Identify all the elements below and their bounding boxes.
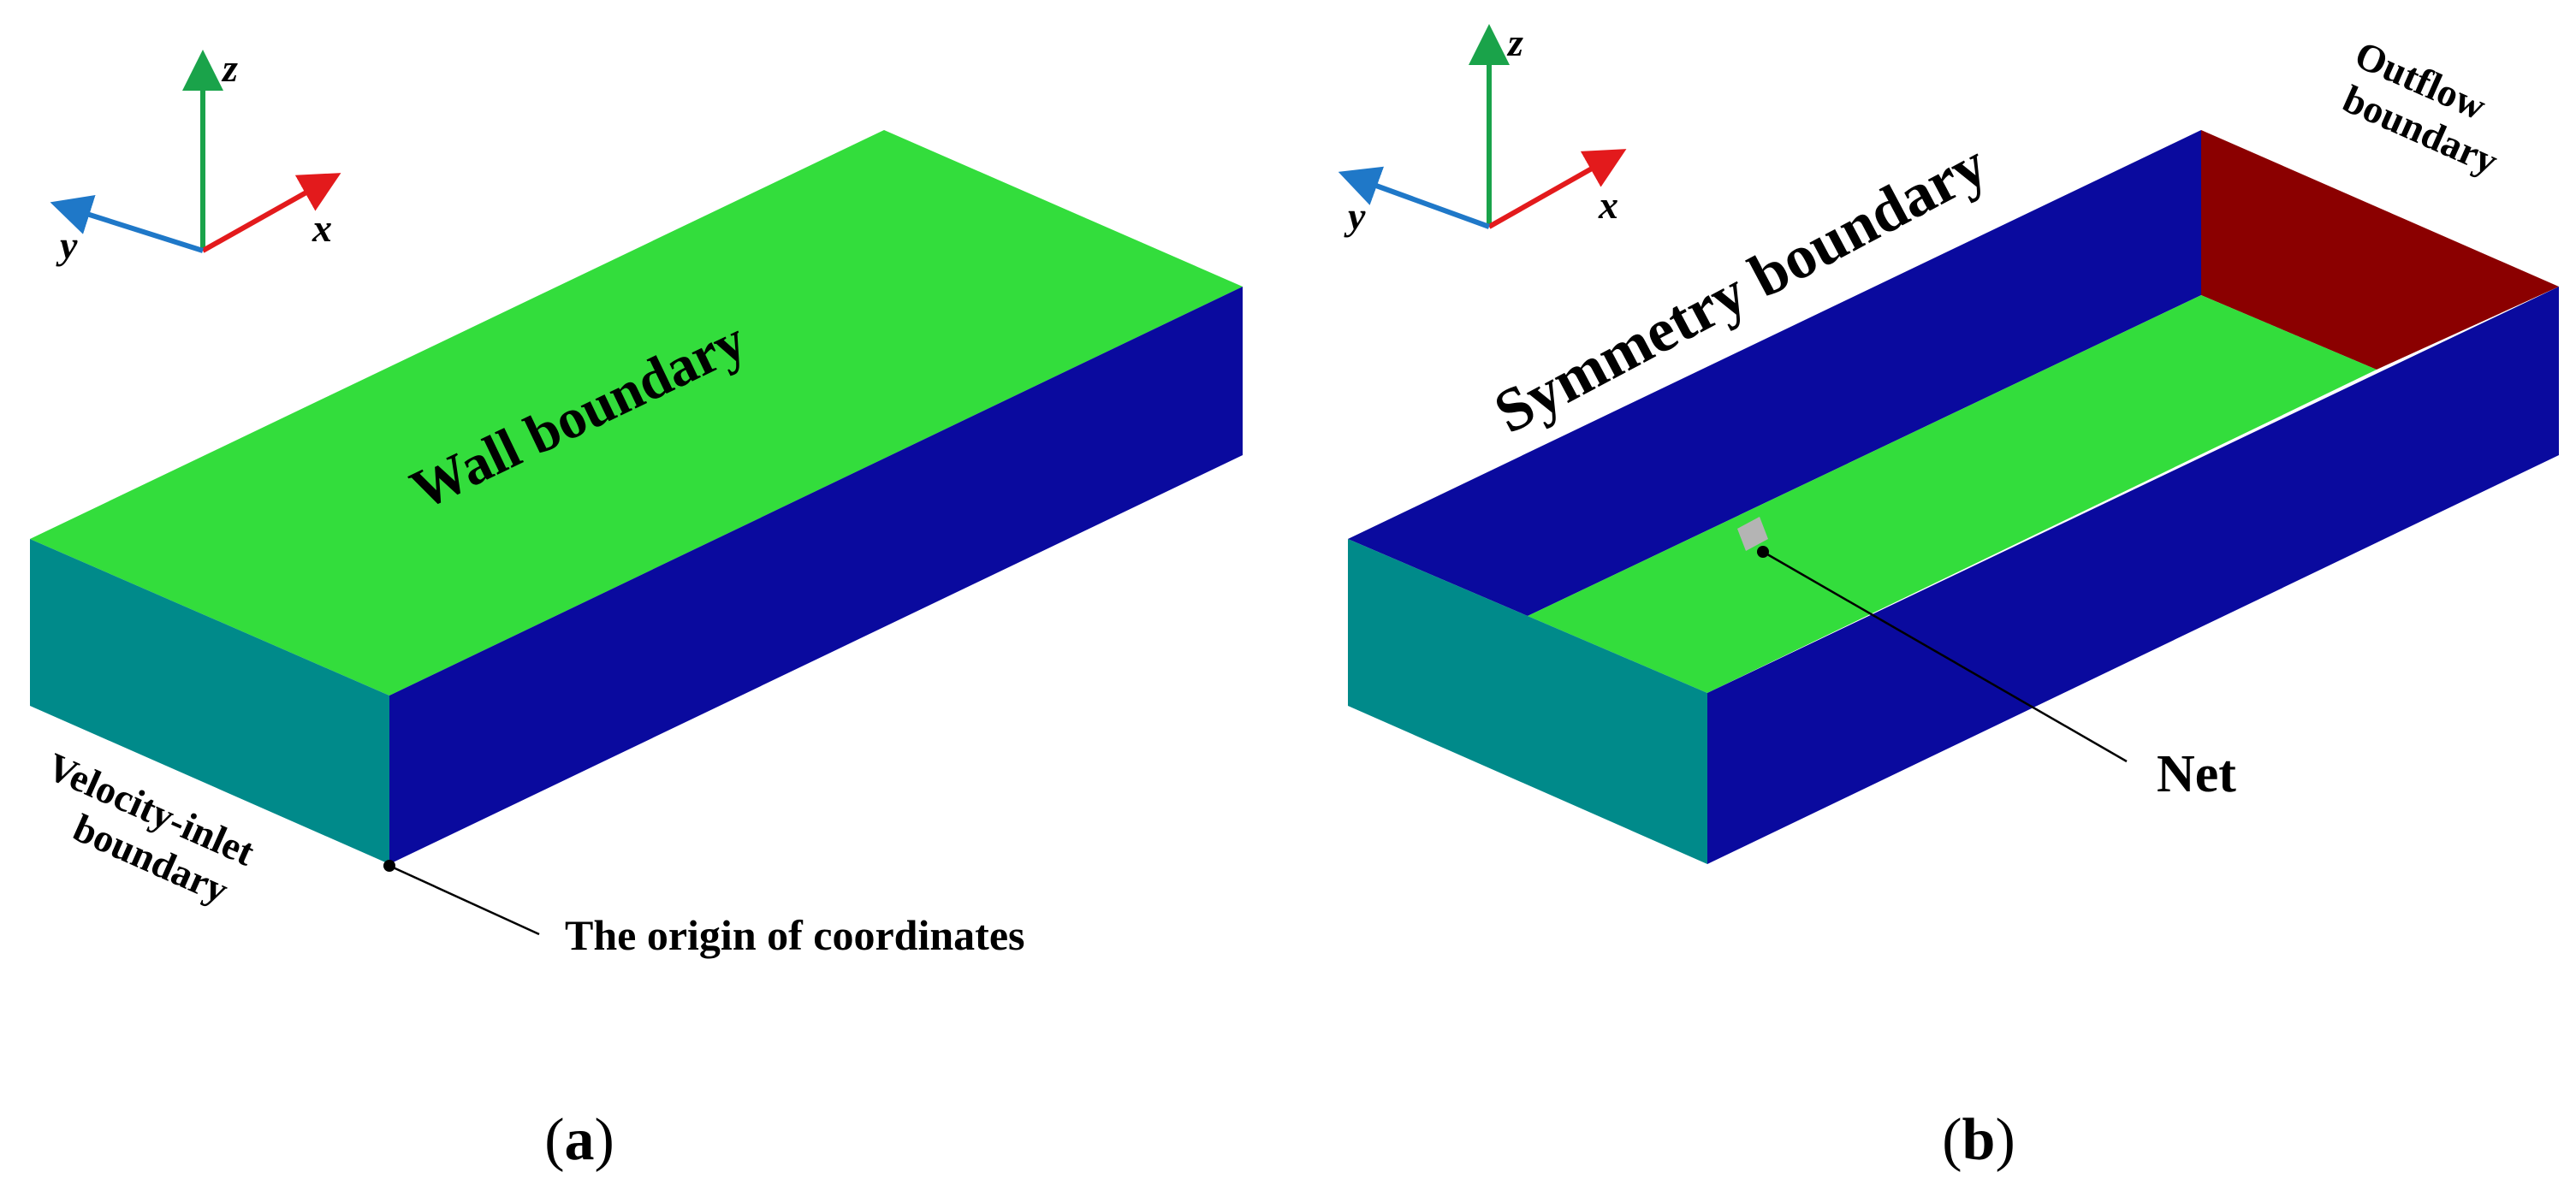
axes-triad-b: z x y: [1338, 21, 1627, 238]
z-axis-label: z: [221, 46, 238, 90]
panel-a: z x y Wall boundary Velocity-inlet bound…: [30, 46, 1243, 1173]
y-axis-label: y: [56, 223, 78, 267]
x-axis-arrow: [201, 173, 341, 253]
wall-box: [30, 130, 1243, 864]
x-axis-label: x: [312, 206, 332, 250]
inlet-front-face: [30, 539, 389, 864]
inlet-front-face: [1348, 539, 1707, 864]
origin-callout: The origin of coordinates: [383, 860, 1024, 959]
origin-leader-line: [389, 864, 540, 936]
front-symmetry-wall: [1707, 287, 2559, 864]
wall-top-face: [30, 130, 1243, 696]
outflow-face: [2201, 130, 2559, 370]
outflow-boundary-label: Outflow boundary: [2336, 33, 2504, 183]
back-symmetry-wall: [1348, 130, 2201, 616]
origin-label: The origin of coordinates: [565, 911, 1024, 959]
x-axis-arrow: [1487, 149, 1627, 229]
axes-triad-a: z x y: [50, 46, 341, 267]
wall-side-face: [389, 287, 1243, 864]
x-axis-label: x: [1598, 183, 1618, 227]
net-label: Net: [2157, 745, 2236, 803]
y-axis-label: y: [1344, 194, 1366, 238]
y-axis-arrow: [1338, 166, 1491, 229]
channel-box: [1348, 130, 2559, 864]
bottom-floor-face: [1528, 295, 2377, 693]
y-axis-arrow: [50, 195, 204, 253]
net-panel: [1737, 517, 1768, 551]
caption-a: (a): [544, 1107, 614, 1173]
net-leader-line: [1762, 550, 2128, 763]
panel-b: z x y Symmetry boundary Outflow boundary…: [1338, 21, 2559, 1173]
net-callout: Net: [1757, 546, 2236, 803]
z-axis-label: z: [1506, 21, 1523, 64]
caption-b: (b): [1942, 1107, 2015, 1173]
